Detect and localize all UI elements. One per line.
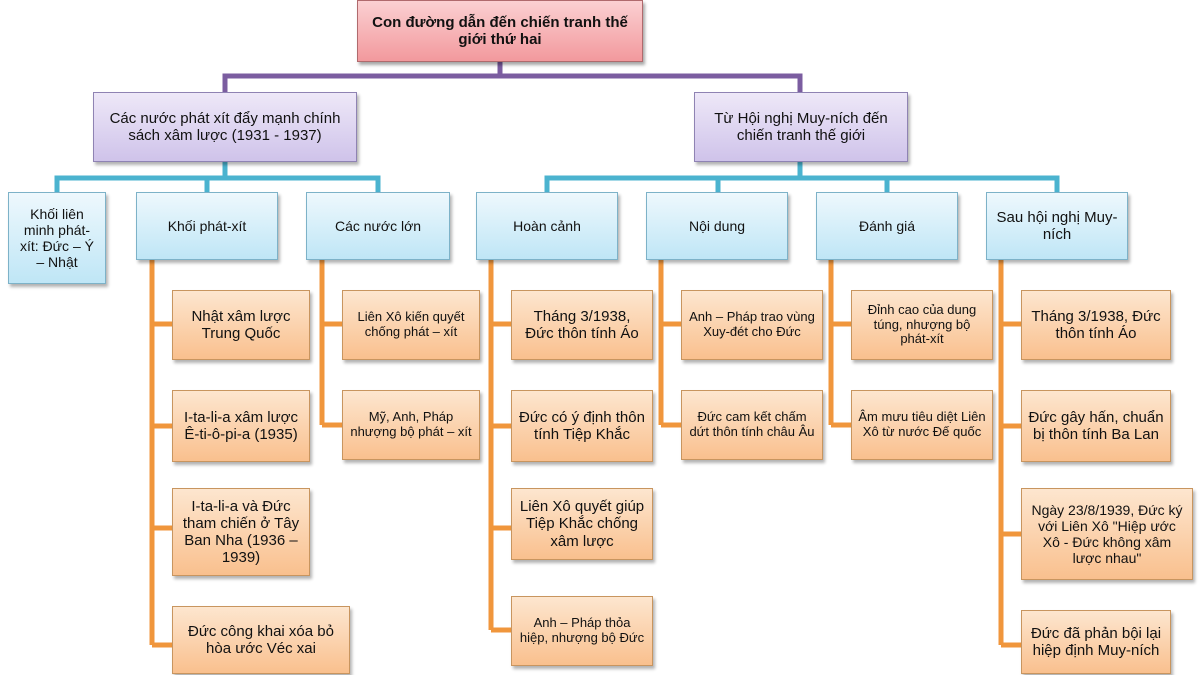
leaf-italy-ethiopia: I-ta-li-a xâm lược Ê-ti-ô-pi-a (1935) — [172, 390, 310, 462]
leaf-context-soviet-help: Liên Xô quyết giúp Tiệp Khắc chống xâm l… — [511, 488, 653, 560]
branch-right: Từ Hội nghị Muy-ních đến chiến tranh thế… — [694, 92, 908, 162]
leaf-after-poland: Đức gây hấn, chuẩn bị thôn tính Ba Lan — [1021, 390, 1171, 462]
leaf-us-uk-fr-appease: Mỹ, Anh, Pháp nhượng bộ phát – xít — [342, 390, 480, 460]
leaf-assessment-plot: Âm mưu tiêu diệt Liên Xô từ nước Đế quốc — [851, 390, 993, 460]
leaf-assessment-peak: Đỉnh cao của dung túng, nhượng bộ phát-x… — [851, 290, 993, 360]
leaf-context-czech-intent: Đức có ý định thôn tính Tiệp Khắc — [511, 390, 653, 462]
leaf-japan-china: Nhật xâm lược Trung Quốc — [172, 290, 310, 360]
group-context: Hoàn cảnh — [476, 192, 618, 260]
leaf-context-austria: Tháng 3/1938, Đức thôn tính Áo — [511, 290, 653, 360]
group-fascist-alliance: Khối liên minh phát-xít: Đức – Ý – Nhật — [8, 192, 106, 284]
group-great-powers: Các nước lớn — [306, 192, 450, 260]
group-assessment: Đánh giá — [816, 192, 958, 260]
leaf-context-appeasement: Anh – Pháp thỏa hiệp, nhượng bộ Đức — [511, 596, 653, 666]
leaf-after-pact: Ngày 23/8/1939, Đức ký với Liên Xô "Hiệp… — [1021, 488, 1193, 580]
leaf-italy-germany-spain: I-ta-li-a và Đức tham chiến ở Tây Ban Nh… — [172, 488, 310, 576]
diagram-title: Con đường dẫn đến chiến tranh thế giới t… — [357, 0, 643, 62]
group-fascist-bloc: Khối phát-xít — [136, 192, 278, 260]
group-after-munich: Sau hội nghị Muy-ních — [986, 192, 1128, 260]
leaf-content-sudeten: Anh – Pháp trao vùng Xuy-đét cho Đức — [681, 290, 823, 360]
leaf-after-betrayal: Đức đã phản bội lại hiệp định Muy-ních — [1021, 610, 1171, 674]
branch-left: Các nước phát xít đẩy mạnh chính sách xâ… — [93, 92, 357, 162]
group-content: Nội dung — [646, 192, 788, 260]
leaf-soviet-oppose: Liên Xô kiến quyết chống phát – xít — [342, 290, 480, 360]
leaf-content-germany-pledge: Đức cam kết chấm dứt thôn tính châu Âu — [681, 390, 823, 460]
leaf-after-austria: Tháng 3/1938, Đức thôn tính Áo — [1021, 290, 1171, 360]
leaf-germany-versailles: Đức công khai xóa bỏ hòa ước Véc xai — [172, 606, 350, 674]
